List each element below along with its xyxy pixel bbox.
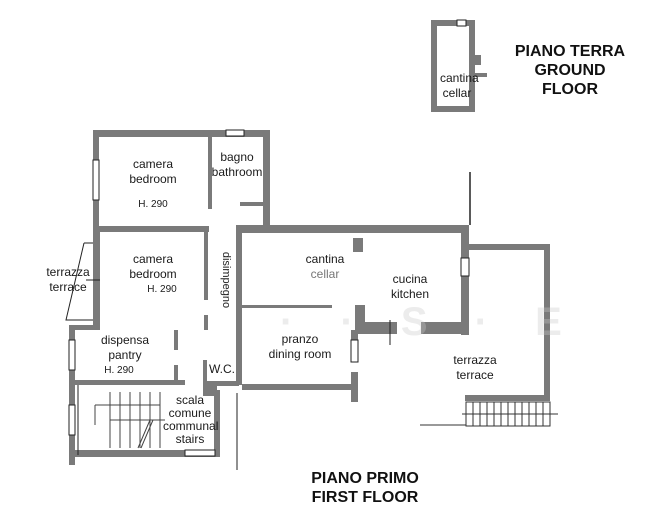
room-label-en: pantry — [108, 348, 142, 362]
room-label-en: terrace — [49, 280, 87, 294]
room-label-it: cucina — [392, 272, 428, 286]
title-en-1: GROUND — [534, 62, 606, 79]
room-label-it: pranzo — [281, 332, 319, 346]
room-label-en: bedroom — [129, 267, 177, 281]
room-ground-cellar: cantina cellar — [440, 71, 479, 101]
room-label-en-3: stairs — [175, 432, 205, 446]
room-label-it: bagno — [220, 150, 254, 164]
room-bedroom-2: camera bedroom H. 290 — [118, 252, 188, 297]
room-label-en: comune — [168, 406, 212, 420]
room-label-en: cellar — [442, 86, 472, 100]
room-label-en-2: communal — [163, 419, 219, 433]
room-label-en: kitchen — [390, 287, 430, 301]
room-height: H. 290 — [138, 199, 168, 210]
first-floor-title: PIANO PRIMO FIRST FLOOR — [300, 469, 430, 507]
room-bathroom: bagno bathroom — [210, 150, 264, 180]
room-label-en: dining room — [268, 347, 332, 361]
room-hallway: disimpegno — [220, 251, 232, 309]
room-pantry: dispensa pantry H. 290 — [90, 333, 160, 378]
title-en: FIRST FLOOR — [311, 489, 419, 506]
room-terrace-left: terrazza terrace — [42, 265, 94, 295]
room-label-en: cellar — [310, 267, 340, 281]
room-label-en: bedroom — [129, 172, 177, 186]
room-communal-stairs: scala comune communal stairs — [163, 393, 219, 446]
title-en-2: FLOOR — [542, 81, 598, 98]
room-label-it: W.C. — [209, 362, 235, 376]
room-cellar: cantina cellar — [290, 252, 360, 282]
room-label-it: dispensa — [100, 333, 150, 347]
room-label-en: bathroom — [211, 165, 263, 179]
room-label-it: terrazza — [453, 353, 497, 367]
room-height: H. 290 — [104, 365, 134, 376]
room-label-it: terrazza — [46, 265, 90, 279]
room-label-it: cantina — [305, 252, 345, 266]
ground-floor-title: PIANO TERRA GROUND FLOOR — [505, 42, 635, 99]
room-height: H. 290 — [147, 284, 177, 295]
title-it: PIANO PRIMO — [311, 470, 419, 487]
room-bedroom-1: camera bedroom H. 290 — [118, 157, 188, 212]
title-it: PIANO TERRA — [514, 43, 626, 60]
room-label-en: terrace — [456, 368, 494, 382]
room-label-it: cantina — [440, 71, 479, 85]
room-wc: W.C. — [207, 362, 237, 377]
room-kitchen: cucina kitchen — [375, 272, 445, 302]
watermark: · · S · E — [280, 300, 580, 344]
room-label-it: camera — [132, 252, 173, 266]
room-label-it: scala — [175, 393, 204, 407]
room-terrace-main: terrazza terrace — [440, 353, 510, 383]
room-dining: pranzo dining room — [255, 332, 345, 362]
room-label-it: camera — [132, 157, 173, 171]
